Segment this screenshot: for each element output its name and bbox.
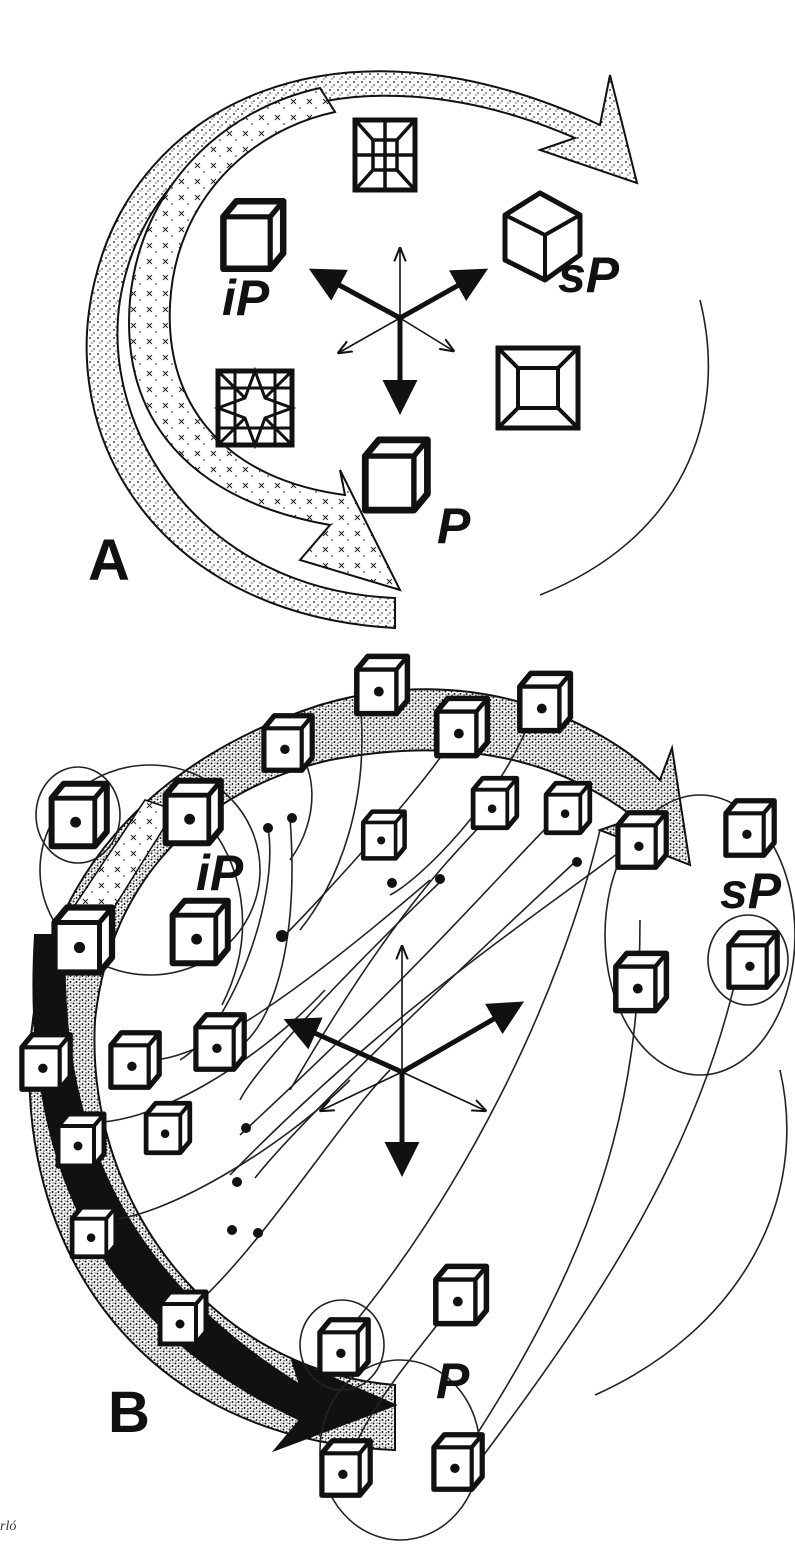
grouping-ellipses <box>35 764 795 1541</box>
axis-arrows <box>308 250 489 415</box>
rotation-arrow-outer <box>85 70 639 630</box>
credit-text: rló <box>0 1519 16 1534</box>
black-rotation-arrow <box>32 934 398 1453</box>
axis-arrows-b <box>283 948 525 1177</box>
stipple-band <box>28 688 692 1452</box>
label-ip-b: iP <box>196 845 244 901</box>
label-sp-a: sP <box>558 247 620 303</box>
label-p-b: P <box>436 1353 470 1409</box>
endpoint-dots <box>227 813 582 1238</box>
trajectory-arc <box>539 299 710 596</box>
crystal-p-cube <box>365 440 427 510</box>
rotation-arrow-inner <box>128 86 402 592</box>
label-sp-b: sP <box>720 863 782 919</box>
panel-letter-a: A <box>88 528 130 593</box>
crystal-ip-cube <box>223 201 283 269</box>
panel-letter-b: B <box>108 1380 150 1445</box>
crystal-frame-view <box>495 345 581 431</box>
label-p-a: P <box>437 498 471 554</box>
label-ip-a: iP <box>222 270 270 326</box>
crystal-sp-cube <box>502 190 583 283</box>
panel-b: iP sP P B <box>22 656 795 1541</box>
panel-a: iP sP P A <box>85 70 710 630</box>
crystal-top-view <box>352 117 418 193</box>
crystal-star-view <box>213 366 297 450</box>
